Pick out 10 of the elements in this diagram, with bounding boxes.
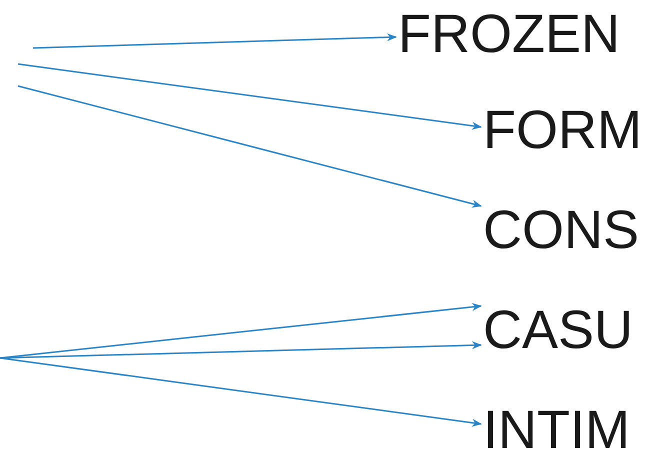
word-label: CONS xyxy=(483,200,640,260)
word-label: FORM xyxy=(483,100,642,160)
arrow xyxy=(18,63,482,130)
arrow xyxy=(18,85,482,208)
arrow xyxy=(32,33,397,49)
word-label: FROZEN xyxy=(398,4,620,64)
arrow xyxy=(0,357,482,427)
word-label: CASU xyxy=(483,300,634,360)
word-label: INTIM xyxy=(483,400,630,460)
arrow xyxy=(0,341,482,359)
